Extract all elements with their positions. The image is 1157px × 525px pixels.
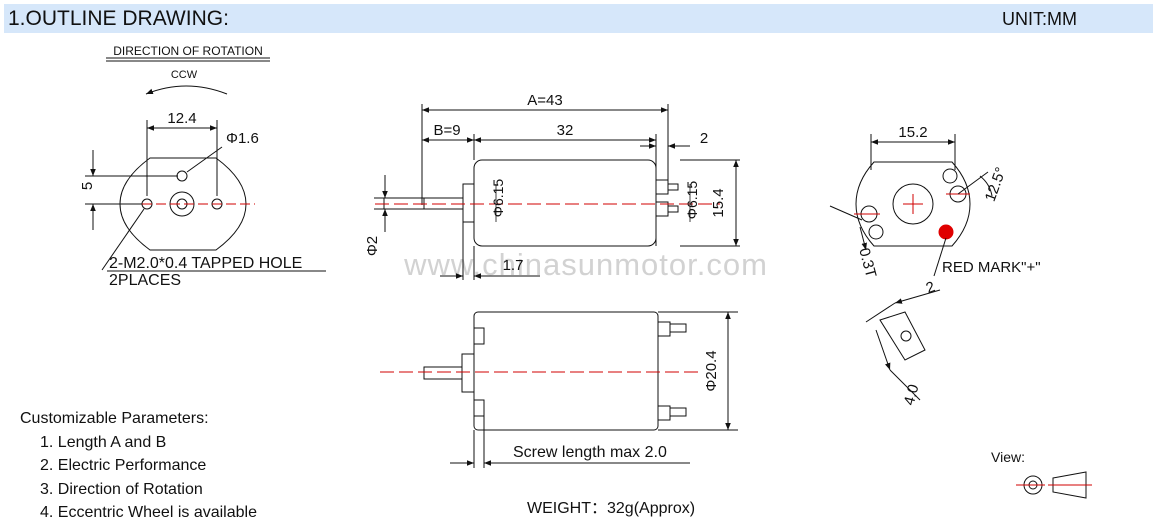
tapped-hole-places: 2PLACES: [109, 272, 181, 289]
dim-5: 5: [79, 182, 96, 190]
side-view: A=43 B=9 32 2 Φ6.15 Φ6.15: [364, 92, 740, 280]
dim-terminal-2: 2: [700, 130, 708, 147]
view-label: View:: [991, 449, 1025, 465]
rotation-arrow-icon: [145, 85, 228, 95]
param-item: 1. Length A and B: [40, 433, 167, 451]
dim-a-length: A=43: [527, 92, 562, 109]
dim-hole-diameter: Φ1.6: [226, 130, 259, 147]
dim-rear-width: 15.2: [898, 124, 927, 141]
dim-body-diameter: Φ20.4: [703, 350, 720, 391]
red-mark-label: RED MARK"+": [942, 259, 1041, 276]
dim-boss-diameter-right: Φ6.15: [684, 181, 700, 220]
param-item: 2. Electric Performance: [40, 457, 207, 474]
rotation-ccw-label: CCW: [171, 69, 198, 81]
dim-boss-diameter-left: Φ6.15: [490, 179, 506, 218]
dim-angle: 12.5°: [982, 165, 1010, 204]
dim-terminal-length: 4.0: [901, 383, 923, 408]
rear-view: 15.2 12.5° 0.3T RED MARK"+" 2 4.0: [829, 124, 1041, 408]
motor-body-top: [473, 311, 659, 431]
dim-b-length: B=9: [433, 122, 460, 139]
dim-shaft-diameter: Φ2: [364, 236, 381, 256]
customizable-parameters: Customizable Parameters: 1. Length A and…: [20, 407, 257, 525]
rear-face-outline: [855, 161, 971, 247]
dim-step-1-7: 1.7: [503, 257, 524, 274]
dim-thickness: 0.3T: [855, 246, 879, 279]
front-view: DIRECTION OF ROTATION CCW 12.4 Φ1.6 5 2-…: [79, 44, 326, 289]
rotation-direction-title: DIRECTION OF ROTATION: [113, 44, 263, 58]
front-face-outline: [119, 157, 247, 251]
header-bar: 1.OUTLINE DRAWING: UNIT:MM: [4, 4, 1153, 33]
screw-length-note: Screw length max 2.0: [513, 444, 667, 461]
unit-label: UNIT:MM: [1002, 9, 1077, 29]
red-mark-dot: [938, 224, 954, 240]
params-title: Customizable Parameters:: [20, 410, 209, 427]
projection-view-symbol: [1016, 471, 1092, 499]
tapped-hole-note: 2-M2.0*0.4 TAPPED HOLE: [109, 255, 302, 272]
watermark: www.chinasunmotor.com: [403, 247, 768, 282]
param-item: 3. Direction of Rotation: [40, 480, 203, 498]
param-item: 4. Eccentric Wheel is available: [40, 504, 257, 521]
dim-12-4: 12.4: [167, 110, 196, 127]
weight-label: WEIGHT：32g(Approx): [527, 500, 696, 517]
dim-body-length: 32: [557, 122, 574, 139]
page-title: 1.OUTLINE DRAWING:: [8, 7, 229, 30]
dim-body-height: 15.4: [710, 188, 727, 217]
top-view: Φ20.4 Screw length max 2.0: [380, 311, 738, 468]
